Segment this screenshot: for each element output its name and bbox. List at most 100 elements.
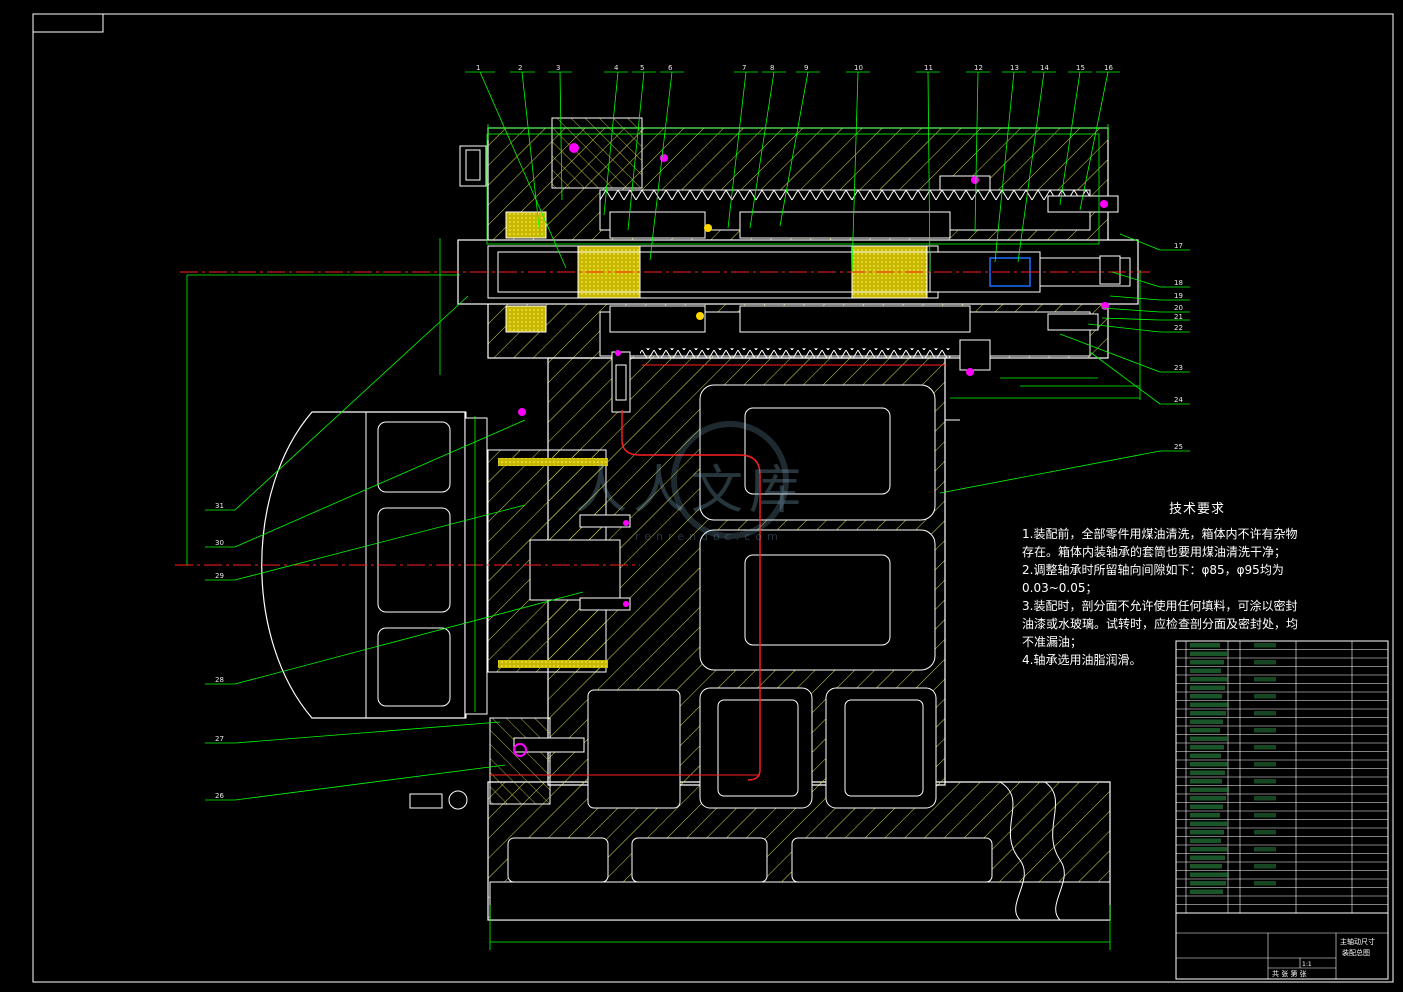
- balloon-4: 4: [614, 64, 619, 72]
- balloon-27: 27: [215, 735, 224, 743]
- tech-req-line: 油漆或水玻璃。试转时，应检查剖分面及密封处，均: [1022, 617, 1299, 631]
- balloon-13: 13: [1010, 64, 1019, 72]
- tech-req-line: 0.03~0.05；: [1022, 581, 1098, 595]
- tech-req-line: 4.轴承选用油脂润滑。: [1022, 653, 1142, 667]
- title-block-name-2: 装配总图: [1342, 948, 1370, 957]
- bom-cell-mark: [1254, 762, 1276, 767]
- bom-cell-mark: [1254, 677, 1276, 682]
- balloon-20: 20: [1174, 304, 1183, 312]
- bom-cell-mark: [1190, 804, 1223, 809]
- bom-cell-mark: [1190, 745, 1224, 750]
- balloon-30: 30: [215, 539, 224, 547]
- bom-cell-mark: [1190, 838, 1221, 843]
- balloon-5: 5: [640, 64, 644, 72]
- bom-cell-mark: [1254, 796, 1276, 801]
- leader-lines-left: [205, 295, 584, 801]
- bom-cell-mark: [1190, 855, 1225, 860]
- bom-cell-mark: [1190, 719, 1223, 724]
- bom-cell-mark: [1190, 889, 1223, 894]
- tech-req-line: 1.装配前，全部零件用煤油清洗，箱体内不许有杂物: [1022, 527, 1298, 541]
- bom-cell-mark: [1254, 694, 1276, 699]
- bom-cell-mark: [1190, 660, 1224, 665]
- bom-cell-mark: [1190, 685, 1225, 690]
- balloon-16: 16: [1104, 64, 1113, 72]
- balloon-21: 21: [1174, 313, 1183, 321]
- balloon-15: 15: [1076, 64, 1085, 72]
- bom-cell-mark: [1190, 881, 1226, 886]
- balloon-24: 24: [1174, 396, 1183, 404]
- balloon-17: 17: [1174, 242, 1183, 250]
- balloon-9: 9: [804, 64, 808, 72]
- balloons-top: 1 2 3 4 5 6 7 8 9 10 11 12 13 14 15 16: [476, 64, 1113, 72]
- title-block-sheets: 共 张 第 张: [1272, 969, 1307, 978]
- tech-req-line: 2.调整轴承时所留轴向间隙如下：φ85，φ95均为: [1022, 563, 1284, 577]
- bom-cell-mark: [1190, 830, 1224, 835]
- balloon-18: 18: [1174, 279, 1183, 287]
- balloon-29: 29: [215, 572, 224, 580]
- leader-lines-right: [939, 233, 1190, 494]
- bom-cell-mark: [1190, 872, 1229, 877]
- bom-cell-mark: [1190, 728, 1220, 733]
- balloon-7: 7: [742, 64, 746, 72]
- bom-cell-mark: [1254, 728, 1276, 733]
- centerlines: [175, 271, 1150, 781]
- bom-cell-mark: [1254, 813, 1276, 818]
- balloon-6: 6: [668, 64, 673, 72]
- tech-req-title: 技术要求: [1168, 502, 1225, 517]
- balloon-2: 2: [518, 64, 522, 72]
- dimension-lines: [186, 124, 1141, 950]
- bom-cell-mark: [1190, 651, 1227, 656]
- title-block: 主轴动尺寸 装配总图 1:1 共 张 第 张: [1175, 912, 1389, 980]
- bom-cell-mark: [1190, 796, 1226, 801]
- tech-req-line: 不准漏油；: [1022, 635, 1083, 649]
- bom-cell-mark: [1190, 702, 1229, 707]
- bom-cell-mark: [1254, 830, 1276, 835]
- technical-requirements: 技术要求 1.装配前，全部零件用煤油清洗，箱体内不许有杂物 存在。箱体内装轴承的…: [1022, 498, 1352, 669]
- tech-req-line: 3.装配时，剖分面不允许使用任何填料，可涂以密封: [1022, 599, 1298, 613]
- bom-cell-mark: [1190, 753, 1221, 758]
- bom-cell-mark: [1254, 847, 1276, 852]
- tech-req-line: 存在。箱体内装轴承的套筒也要用煤油清洗干净；: [1022, 545, 1287, 559]
- balloon-3: 3: [556, 64, 560, 72]
- bom-cell-mark: [1254, 864, 1276, 869]
- bom-cell-mark: [1190, 770, 1225, 775]
- title-block-name-1: 主轴动尺寸: [1340, 937, 1375, 946]
- balloon-22: 22: [1174, 324, 1183, 332]
- bom-cell-mark: [1190, 821, 1227, 826]
- bom-cell-mark: [1190, 694, 1222, 699]
- drawing-frame: [32, 13, 1394, 983]
- balloon-25: 25: [1174, 443, 1183, 451]
- bom-cell-mark: [1190, 736, 1227, 741]
- bom-cell-mark: [1190, 779, 1222, 784]
- title-block-scale: 1:1: [1302, 961, 1312, 968]
- balloon-10: 10: [854, 64, 863, 72]
- balloon-12: 12: [974, 64, 983, 72]
- leader-lines-top: [465, 71, 1120, 273]
- bom-cell-mark: [1190, 847, 1228, 852]
- bom-cell-mark: [1254, 881, 1276, 886]
- balloon-14: 14: [1040, 64, 1049, 72]
- balloons-left: 31 30 29 28 27 26: [215, 502, 224, 800]
- bom-cell-mark: [1190, 864, 1222, 869]
- bom-cell-mark: [1254, 660, 1276, 665]
- balloon-19: 19: [1174, 292, 1183, 300]
- bom-cell-mark: [1254, 643, 1276, 648]
- balloon-28: 28: [215, 676, 224, 684]
- bom-cell-mark: [1254, 711, 1276, 716]
- balloon-23: 23: [1174, 364, 1183, 372]
- lower-fastener: [409, 717, 585, 810]
- bom-cell-mark: [1190, 787, 1229, 792]
- bom-cell-mark: [1254, 779, 1276, 784]
- balloon-11: 11: [924, 64, 933, 72]
- balloons-right: 17 18 19 20 21 22 23 24 25: [1174, 242, 1183, 451]
- machine-base: [487, 781, 1111, 921]
- column-housing: [547, 357, 960, 809]
- bom-cell-mark: [1190, 668, 1221, 673]
- bom-cell-mark: [1190, 677, 1228, 682]
- bom-cell-mark: [1190, 643, 1220, 648]
- bom-cell-mark: [1190, 813, 1220, 818]
- balloon-26: 26: [215, 792, 224, 800]
- balloon-8: 8: [770, 64, 774, 72]
- balloon-1: 1: [476, 64, 480, 72]
